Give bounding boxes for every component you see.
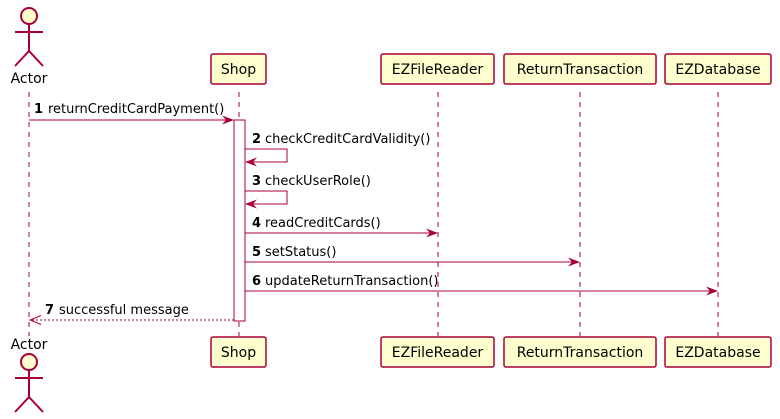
participant-ezdatabase-top: EZDatabase (664, 53, 772, 85)
message-3: 3 checkUserRole() (245, 174, 371, 209)
participant-label: EZDatabase (675, 62, 760, 78)
participant-returntransaction-top: ReturnTransaction (503, 53, 657, 85)
participant-label: EZFileReader (392, 62, 484, 78)
actor-figure-icon (14, 7, 44, 67)
actor-label-top: Actor (11, 71, 48, 87)
participant-ezdatabase-bottom: EZDatabase (664, 336, 772, 368)
message-label: setStatus() (265, 245, 336, 260)
message-label: readCreditCards() (265, 216, 381, 231)
participant-ezfilereader-top: EZFileReader (380, 53, 495, 85)
message-4: 4 readCreditCards() (245, 216, 438, 238)
lifelines (28, 92, 719, 336)
message-2: 2 checkCreditCardValidity() (245, 132, 430, 167)
message-6: 6 updateReturnTransaction() (245, 274, 718, 296)
message-7: 7 successful message (28, 303, 234, 325)
message-label: returnCreditCardPayment() (48, 102, 224, 117)
participant-ezfilereader-bottom: EZFileReader (380, 336, 495, 368)
message-number: 1 (34, 102, 43, 117)
message-label: updateReturnTransaction() (265, 274, 438, 289)
message-number: 3 (252, 174, 261, 189)
message-number: 2 (252, 132, 261, 147)
message-number: 7 (45, 303, 54, 318)
participant-label: ReturnTransaction (517, 62, 644, 78)
shop-activation-bar (233, 119, 246, 322)
participant-label: ReturnTransaction (517, 345, 644, 361)
actor-bottom: Actor (11, 337, 48, 413)
actor-top: Actor (11, 7, 48, 87)
actor-label-bottom: Actor (11, 337, 48, 353)
message-1: 1 returnCreditCardPayment() (29, 102, 234, 125)
participant-shop-bottom: Shop (210, 336, 267, 368)
message-label: checkUserRole() (265, 174, 371, 189)
message-5: 5 setStatus() (245, 245, 580, 267)
message-number: 6 (252, 274, 261, 289)
message-label: checkCreditCardValidity() (265, 132, 430, 147)
actor-figure-icon (14, 353, 44, 413)
participant-label: EZDatabase (675, 345, 760, 361)
participant-label: EZFileReader (392, 345, 484, 361)
participant-label: Shop (221, 345, 256, 361)
participant-label: Shop (221, 62, 256, 78)
message-label: successful message (59, 303, 189, 318)
message-number: 4 (252, 216, 261, 231)
message-number: 5 (252, 245, 261, 260)
participant-returntransaction-bottom: ReturnTransaction (503, 336, 657, 368)
participant-shop-top: Shop (210, 53, 267, 85)
